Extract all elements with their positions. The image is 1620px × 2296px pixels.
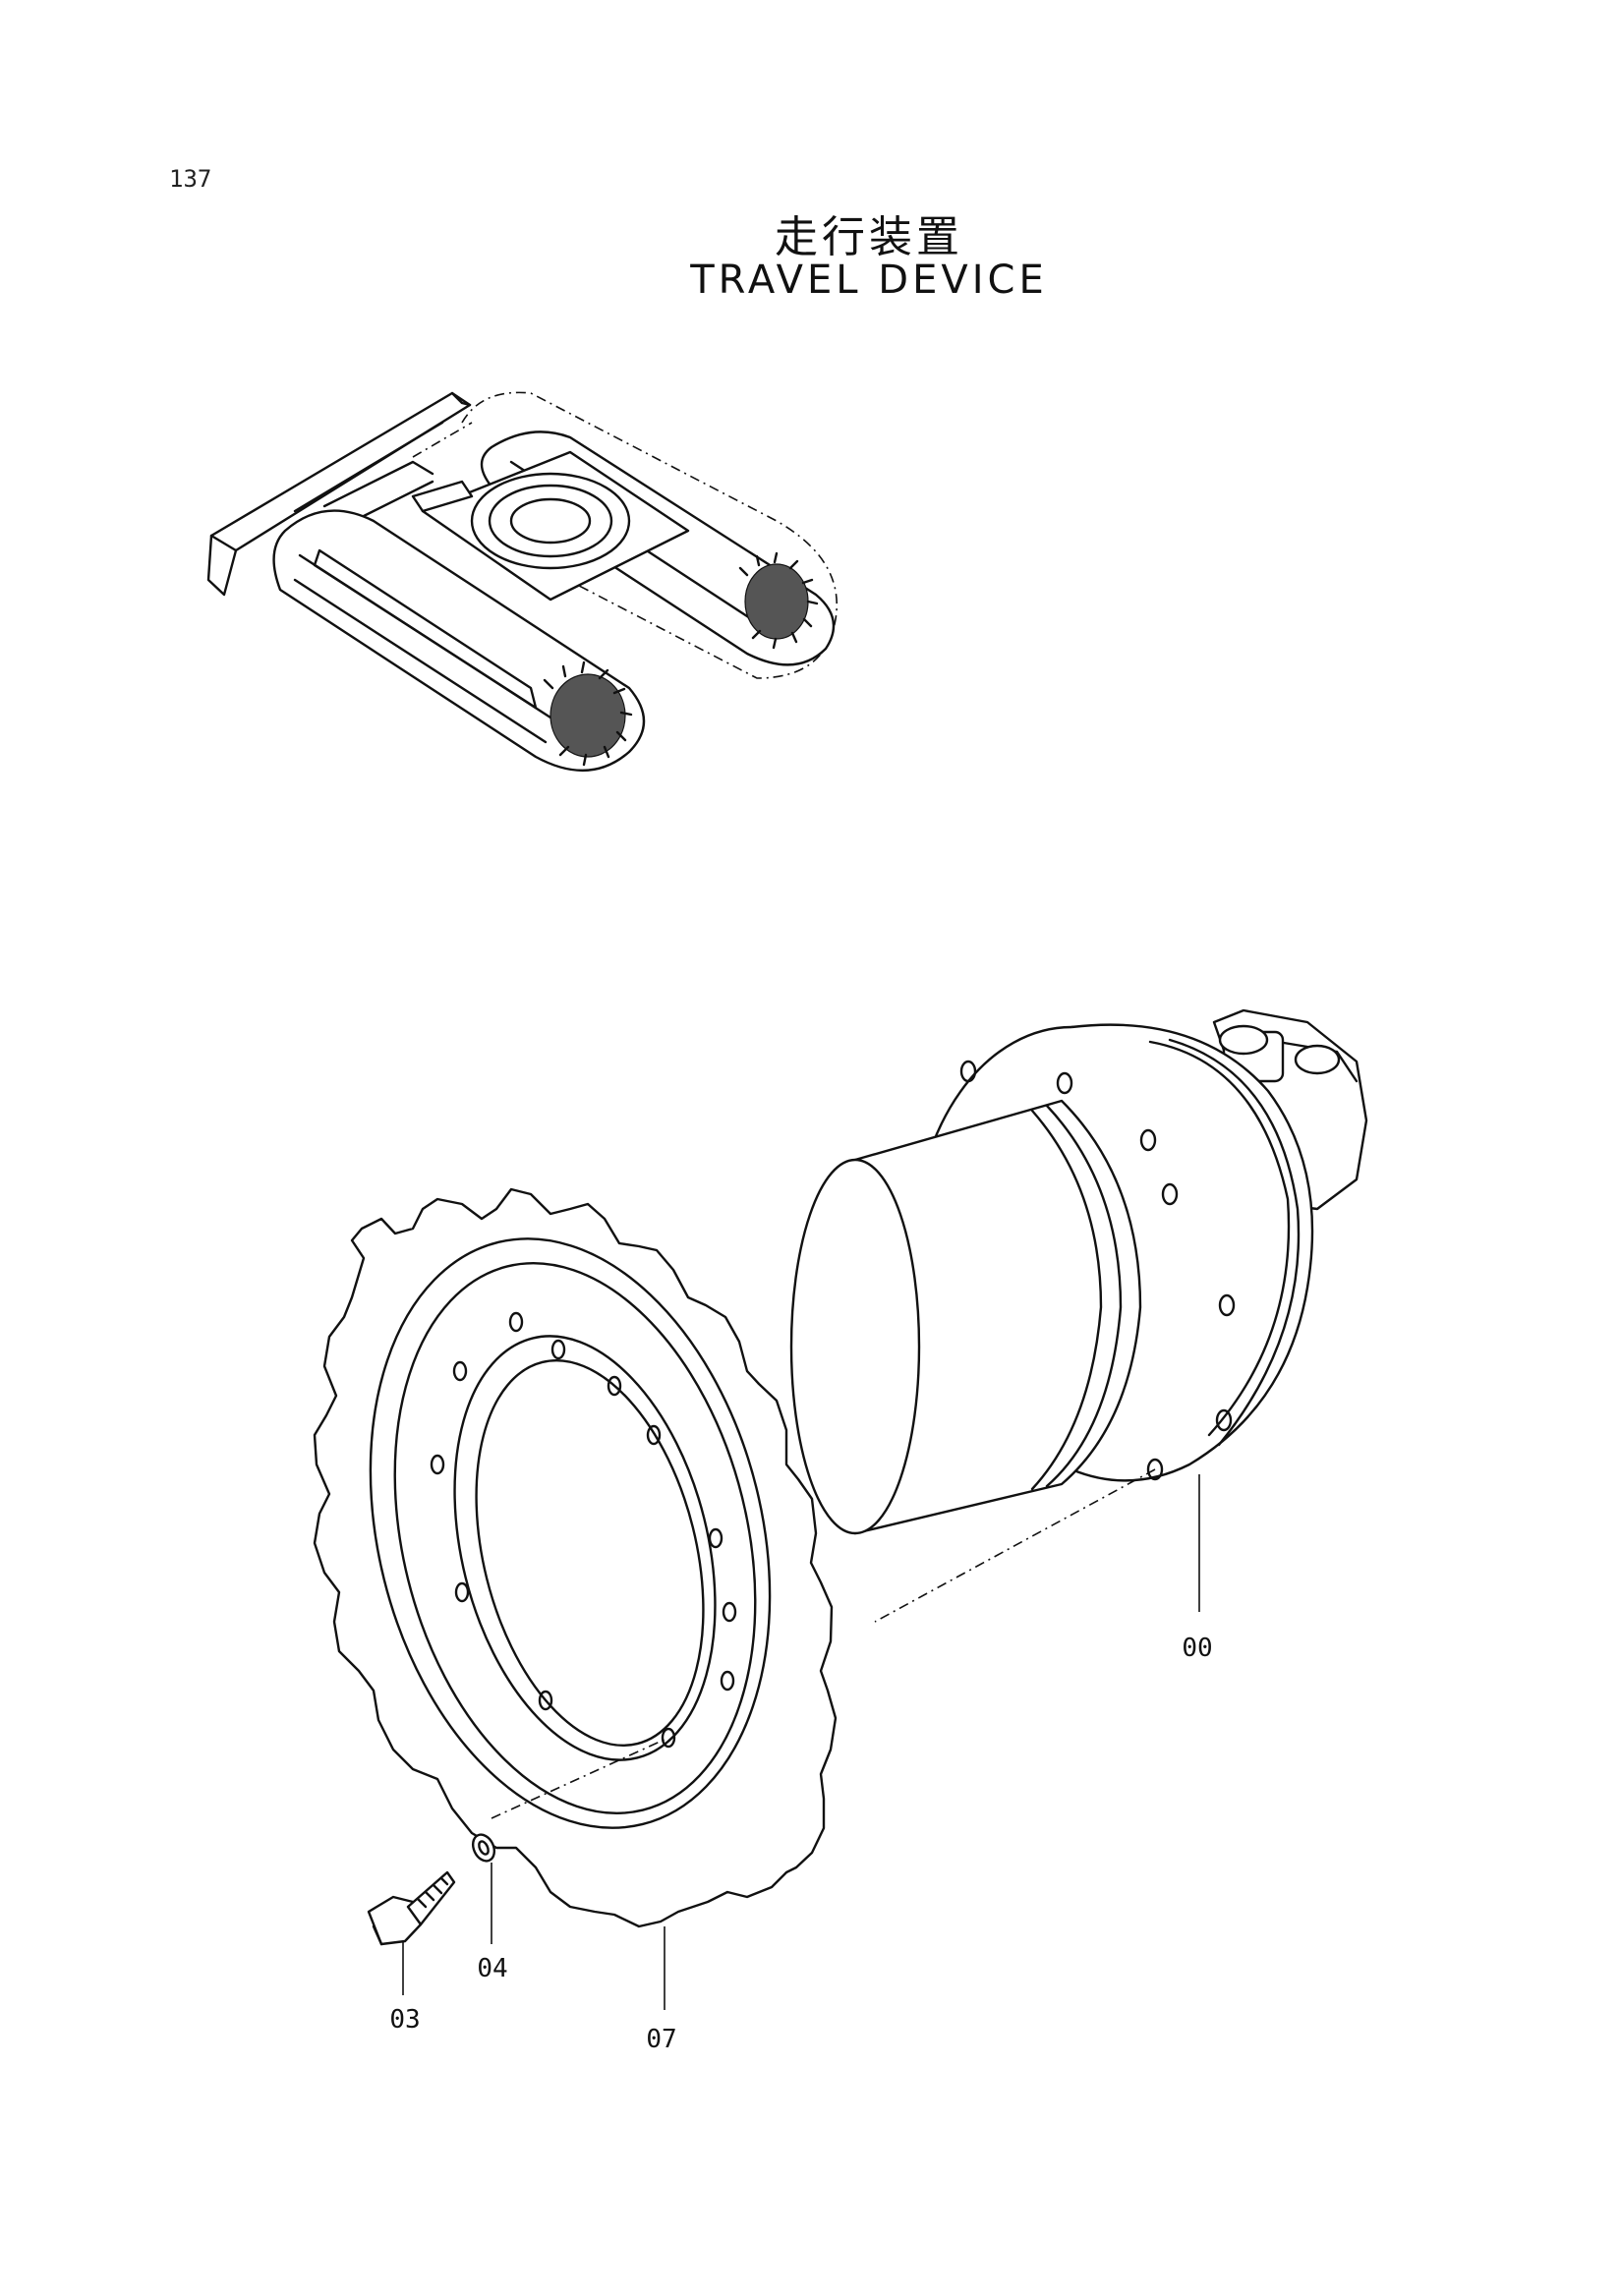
right-sprocket-highlight	[738, 551, 819, 650]
undercarriage-locator-illustration	[206, 391, 838, 773]
washer-04	[471, 1833, 496, 1863]
bolt-03	[367, 1870, 456, 1946]
sprocket-07	[313, 1187, 838, 1928]
assembly-centerline	[874, 1468, 1156, 1623]
page-title-jp: 走行装置	[775, 212, 963, 262]
page-title-en: TRAVEL DEVICE	[690, 258, 1048, 303]
callout-03: 03	[389, 2005, 421, 2035]
callout-04: 04	[477, 1954, 508, 1983]
travel-motor-00	[789, 1008, 1368, 1535]
page-number: 137	[169, 165, 212, 193]
callout-07: 07	[646, 2025, 677, 2054]
callout-00: 00	[1182, 1634, 1213, 1663]
left-sprocket-highlight	[543, 660, 633, 767]
